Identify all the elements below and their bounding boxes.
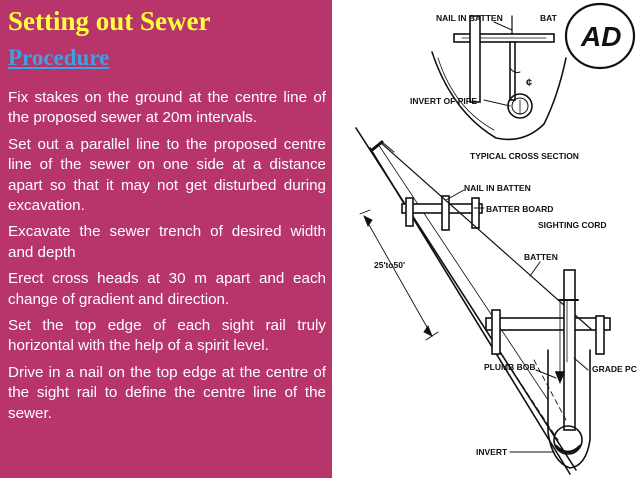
procedure-step-5: Set the top edge of each sight rail trul… xyxy=(8,317,326,355)
label-plumb-bob: PLUMB BOB xyxy=(484,362,535,372)
label-centre-mark: ¢ xyxy=(526,77,532,89)
label-nail-in-batten-top: NAIL IN BATTEN xyxy=(436,13,503,23)
procedure-step-2: Set out a parallel line to the proposed … xyxy=(8,135,326,215)
ad-logo xyxy=(564,2,636,70)
label-invert: INVERT xyxy=(476,447,508,457)
invert-dashes xyxy=(511,359,567,441)
slide-title: Setting out Sewer xyxy=(8,6,211,36)
label-leaders xyxy=(445,189,589,453)
label-typical-cross-section: TYPICAL CROSS SECTION xyxy=(470,151,579,161)
slide-subtitle: Procedure xyxy=(8,45,110,70)
label-sighting-cord: SIGHTING CORD xyxy=(538,220,606,230)
label-invert-of-pipe: INVERT OF PIPE xyxy=(410,96,477,106)
procedure-step-1: Fix stakes on the ground at the centre l… xyxy=(8,89,326,127)
diagram-panel: NAIL IN BATTEN BAT INVERT OF PIPE TYPICA… xyxy=(334,0,638,478)
sewer-setting-out-diagram: NAIL IN BATTEN BAT INVERT OF PIPE TYPICA… xyxy=(355,2,637,475)
procedure-steps: Fix stakes on the ground at the centre l… xyxy=(8,88,326,430)
batter-board-3 xyxy=(485,309,611,355)
procedure-step-3: Excavate the sewer trench of desired wid… xyxy=(8,223,326,261)
batter-board-1 xyxy=(370,140,395,153)
dimension-line xyxy=(359,209,439,341)
procedure-step-6: Drive in a nail on the top edge at the c… xyxy=(8,363,326,422)
label-batter-board: BATTER BOARD xyxy=(486,204,553,214)
plumb-bob xyxy=(554,301,566,385)
text-panel: Setting out Sewer Procedure Fix stakes o… xyxy=(0,0,334,478)
label-nail-in-batten: NAIL IN BATTEN xyxy=(464,183,531,193)
sighting-cord xyxy=(379,141,593,331)
trench-with-pipe xyxy=(547,349,591,469)
cross-section-trench xyxy=(431,51,567,141)
grade-pole xyxy=(558,269,579,431)
label-batten-top: BAT xyxy=(540,13,558,23)
label-grade-pole: GRADE PC xyxy=(592,364,637,374)
batter-board-2 xyxy=(401,195,483,231)
ground-lines xyxy=(355,127,577,475)
cross-section-leaders xyxy=(483,21,513,107)
procedure-step-4: Erect cross heads at 30 m apart and each… xyxy=(8,270,326,308)
cross-section-rail xyxy=(453,15,555,103)
label-batten: BATTEN xyxy=(524,252,558,262)
label-spacing: 25'to50' xyxy=(374,260,405,270)
logo-text: AD xyxy=(580,21,621,52)
